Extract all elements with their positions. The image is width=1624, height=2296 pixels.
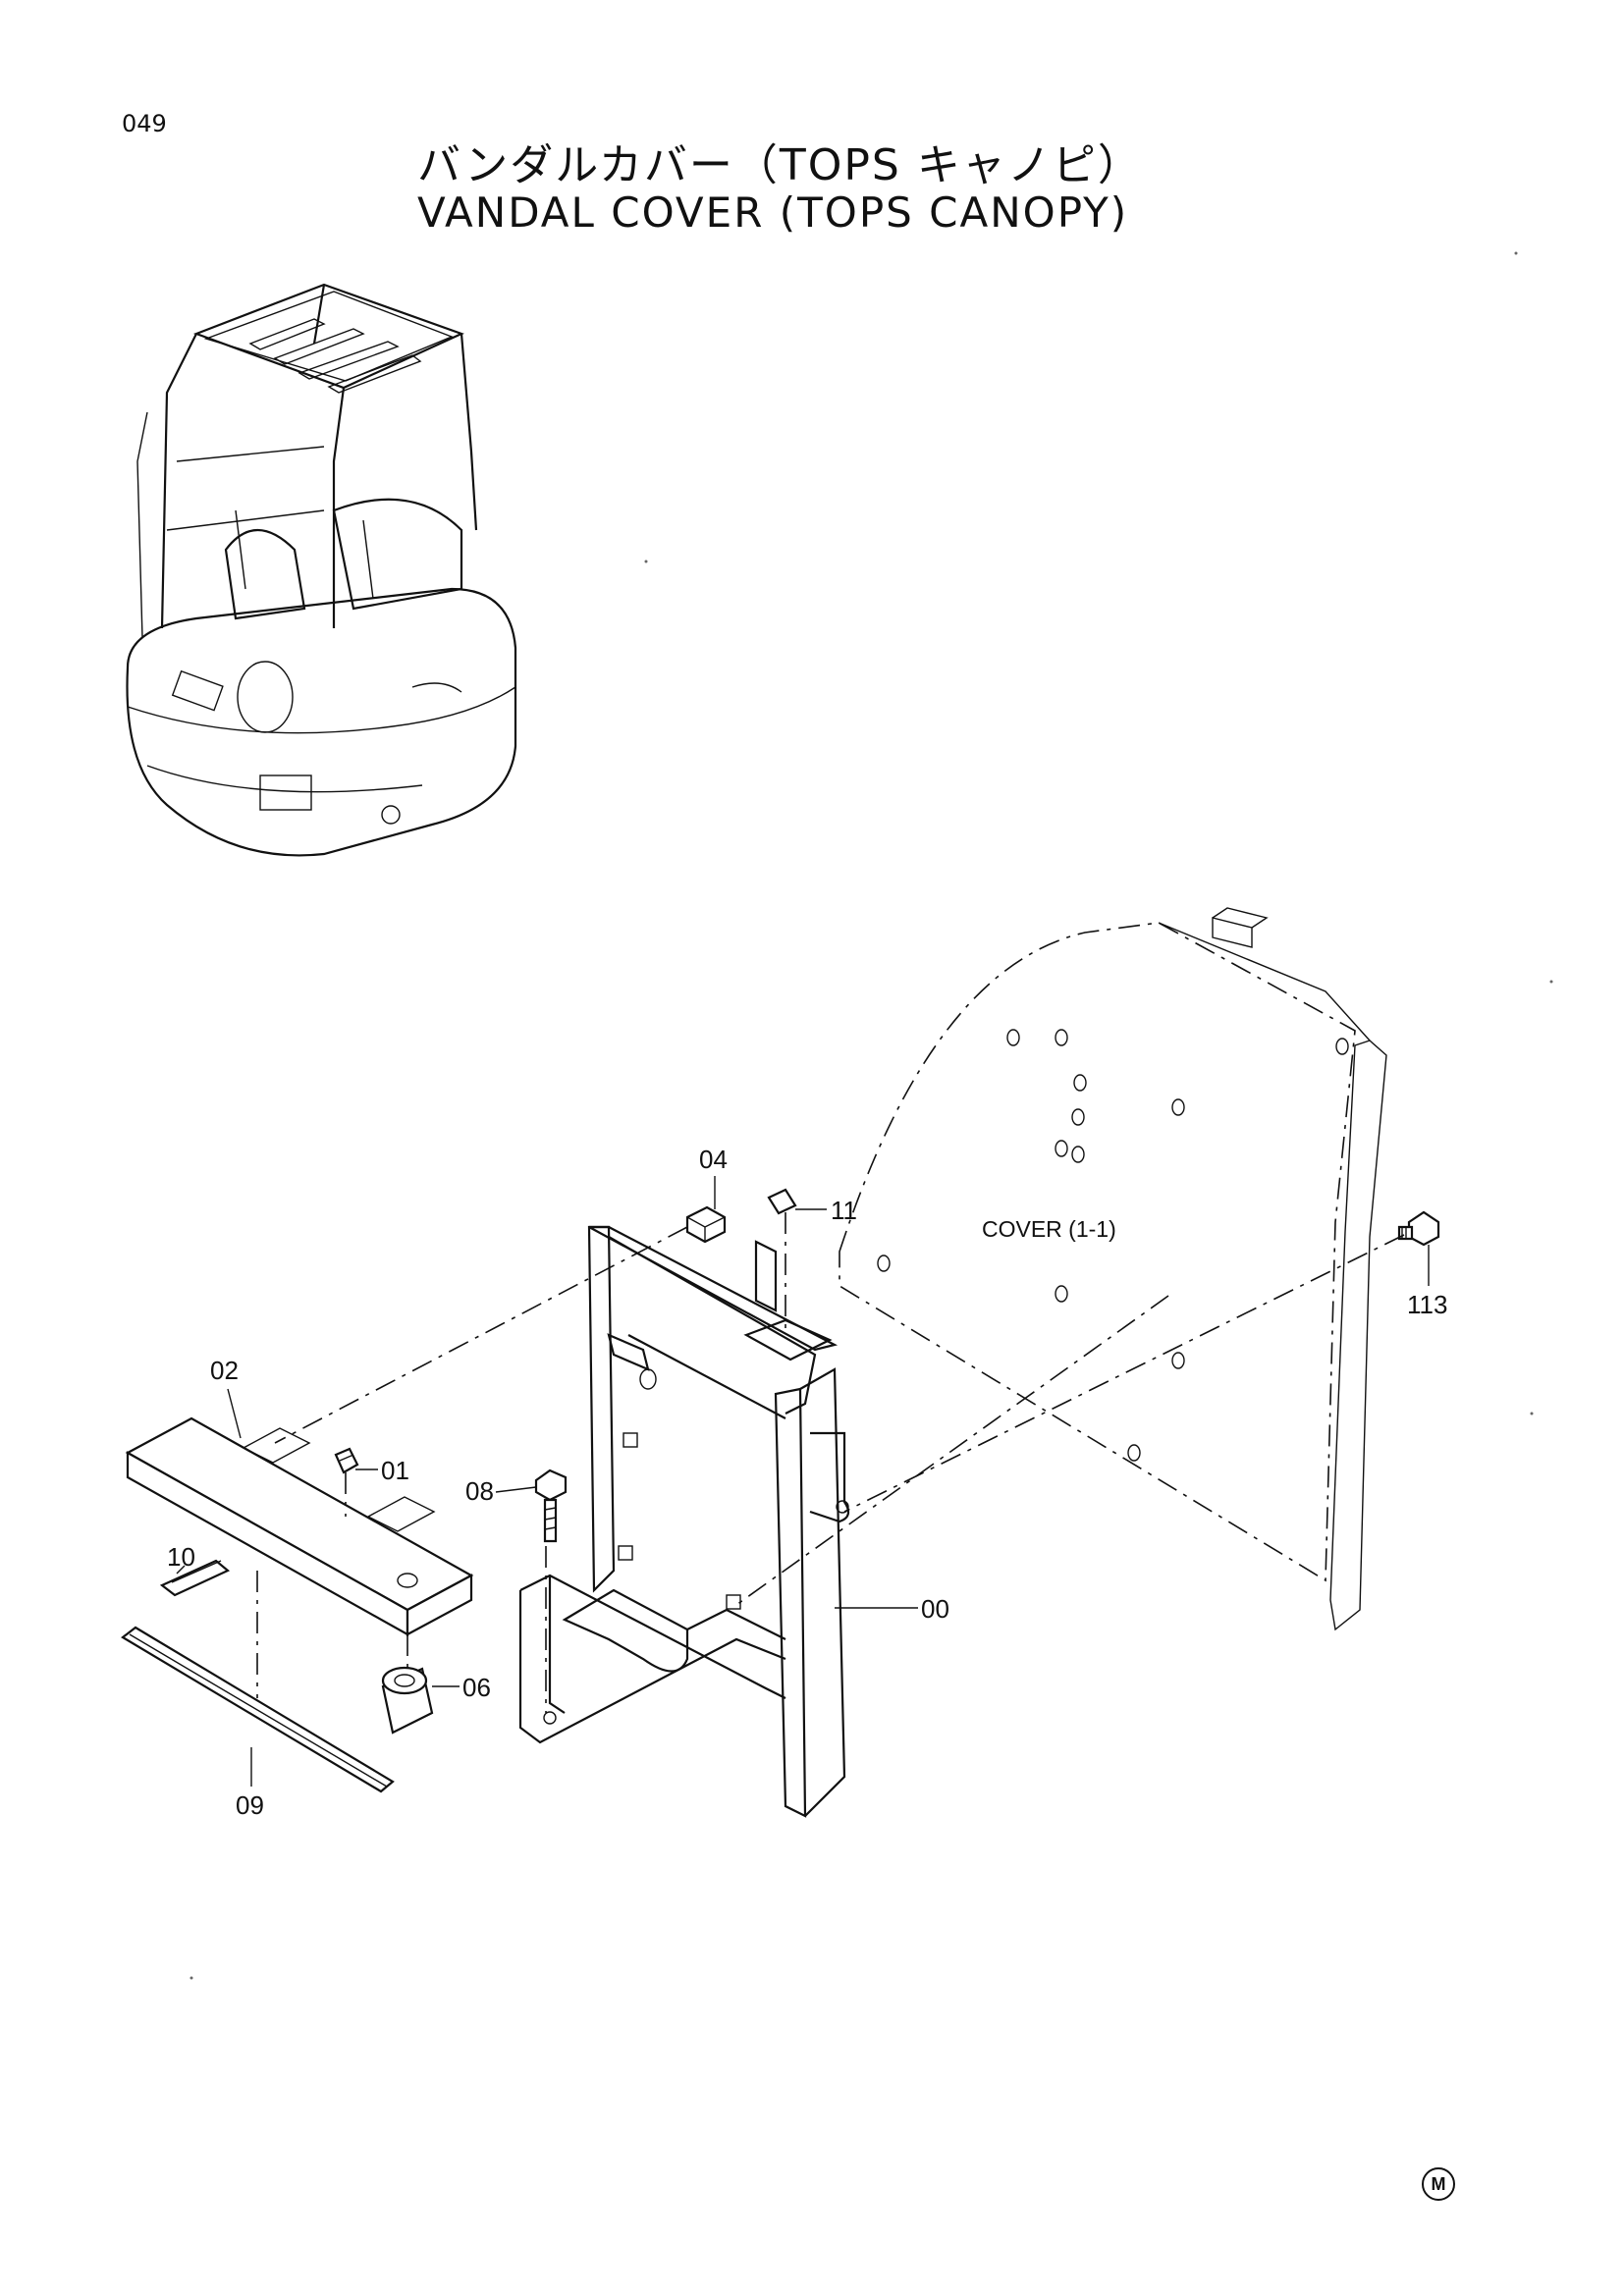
- callout-00: 00: [921, 1594, 949, 1624]
- part-04-bolt: [685, 1205, 727, 1244]
- callout-11: 11: [831, 1196, 857, 1225]
- page-number: 049: [122, 110, 167, 137]
- part-09-rubber-strip: [121, 1626, 395, 1793]
- part-06-lock: [381, 1666, 434, 1735]
- callout-10: 10: [167, 1542, 195, 1572]
- callout-06: 06: [462, 1673, 491, 1702]
- callout-113: 113: [1407, 1290, 1447, 1319]
- cover-reference-label: COVER (1-1): [982, 1216, 1116, 1242]
- mounting-frame: [518, 1225, 850, 1818]
- callout-04: 04: [699, 1145, 728, 1174]
- title-english: VANDAL COVER (TOPS CANOPY): [417, 188, 1129, 237]
- part-02-lock-bar: [125, 1416, 474, 1636]
- part-01-clip: [334, 1447, 359, 1474]
- leader-lines: [176, 1176, 1430, 1787]
- manufacturer-mark: M: [1422, 2167, 1455, 2201]
- callout-01: 01: [381, 1456, 409, 1485]
- assembly-lines: [256, 1212, 1405, 1713]
- machine-overview-illustration: [126, 283, 517, 857]
- part-113-bolt: [1397, 1210, 1440, 1247]
- title-japanese: バンダルカバー（TOPS キャノピ）: [417, 140, 1143, 190]
- canopy-cover-panel: [839, 907, 1387, 1631]
- callout-09: 09: [236, 1790, 264, 1820]
- part-11-nut: [767, 1188, 797, 1215]
- scan-specks: [189, 251, 1553, 1980]
- callout-02: 02: [210, 1356, 239, 1385]
- callout-08: 08: [465, 1476, 494, 1506]
- part-08-bolt: [534, 1468, 568, 1543]
- part-10-rubber-strip: [159, 1559, 231, 1597]
